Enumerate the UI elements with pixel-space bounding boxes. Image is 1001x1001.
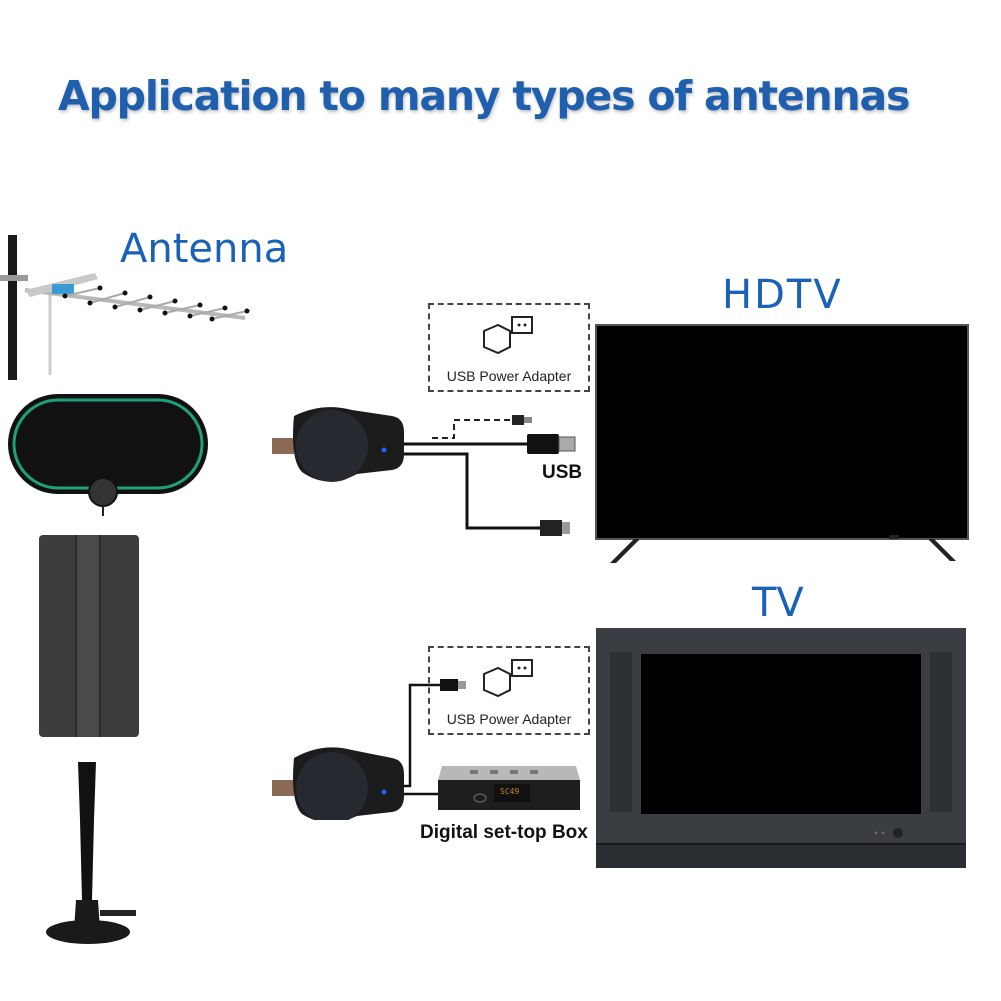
usb-power-adapter-label: USB Power Adapter [446,368,572,384]
antenna-label: Antenna [120,226,289,272]
magnetic-antenna-icon [44,760,144,946]
tv-connection-diagram [272,670,592,820]
settop-display: SC49 [500,787,520,796]
flat-antenna-icon [6,392,212,518]
panel-antenna-icon [38,534,140,738]
hdtv-icon [594,323,972,565]
yagi-antenna-icon [0,235,260,385]
hdtv-label: HDTV [722,272,843,318]
tv-label: TV [752,580,804,626]
hdtv-connection-diagram [272,402,592,542]
usb-label: USB [542,462,583,483]
settop-box-icon [436,766,582,812]
power-adapter-icon [482,656,538,698]
settop-box-label: Digital set-top Box [420,822,588,843]
usb-power-adapter-box-hdtv: USB Power Adapter [428,303,590,392]
power-adapter-icon [482,313,538,355]
tv-icon [596,628,966,870]
page-title: Application to many types of antennas [58,72,910,120]
usb-power-adapter-label: USB Power Adapter [446,711,572,727]
